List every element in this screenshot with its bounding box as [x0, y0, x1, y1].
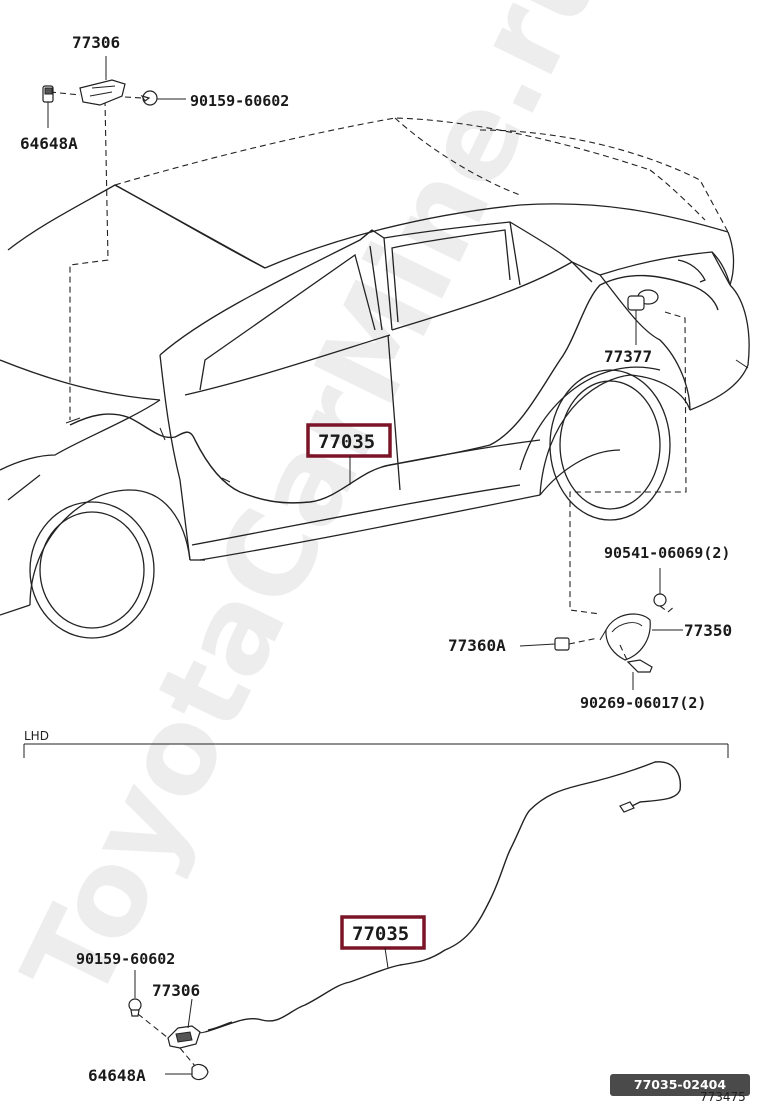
label-64648A-lhd: 64648A [88, 1066, 146, 1085]
label-77306-lhd: 77306 [152, 981, 200, 1000]
cover-64648A-lhd [165, 1047, 209, 1081]
label-77377: 77377 [604, 347, 652, 366]
lhd-section-bracket [23, 743, 729, 758]
cable-77035-lhd [204, 761, 682, 1033]
screw-90269 [619, 644, 653, 690]
label-90159-top: 90159-60602 [190, 92, 289, 110]
highlight-77035-top [306, 423, 392, 458]
label-90159-lhd: 90159-60602 [76, 950, 175, 968]
cable-77035-top [69, 274, 719, 504]
part-number-badge: 77035-02404 [610, 1074, 750, 1096]
label-77360A: 77360A [448, 636, 506, 655]
label-64648A-top: 64648A [20, 134, 78, 153]
watermark: ToyotaCarMine.ru [0, 0, 634, 1022]
illustration-number: 773475 [700, 1090, 746, 1104]
highlight-77035-lhd [340, 915, 426, 950]
hinge-77360A [554, 637, 599, 651]
leader-64648A [49, 91, 81, 96]
lid-lock-77377 [627, 289, 659, 345]
lhd-label: LHD [24, 729, 49, 743]
leader-lid [569, 311, 687, 615]
label-90541: 90541-06069(2) [604, 544, 730, 562]
label-90269: 90269-06017(2) [580, 694, 706, 712]
label-77035-top[interactable]: 77035 [318, 431, 375, 453]
clip-90541 [653, 568, 676, 613]
cable-end-fitting [619, 801, 635, 813]
label-77306-top: 77306 [72, 33, 120, 52]
front-wheel [29, 489, 191, 639]
leader-77306 [69, 99, 109, 420]
cover-64648A [42, 85, 54, 128]
release-lever-77306 [79, 56, 126, 106]
leader-90159 [124, 96, 143, 99]
bolt-90159-lhd [128, 970, 169, 1039]
label-77035-lhd[interactable]: 77035 [352, 923, 409, 945]
car-body-outline [0, 117, 750, 616]
label-77350: 77350 [684, 621, 732, 640]
bolt-90159-top [140, 90, 186, 106]
fuel-filler-lid-77350 [599, 613, 651, 661]
release-lever-77306-lhd [167, 998, 206, 1049]
rear-wheel [539, 369, 691, 521]
